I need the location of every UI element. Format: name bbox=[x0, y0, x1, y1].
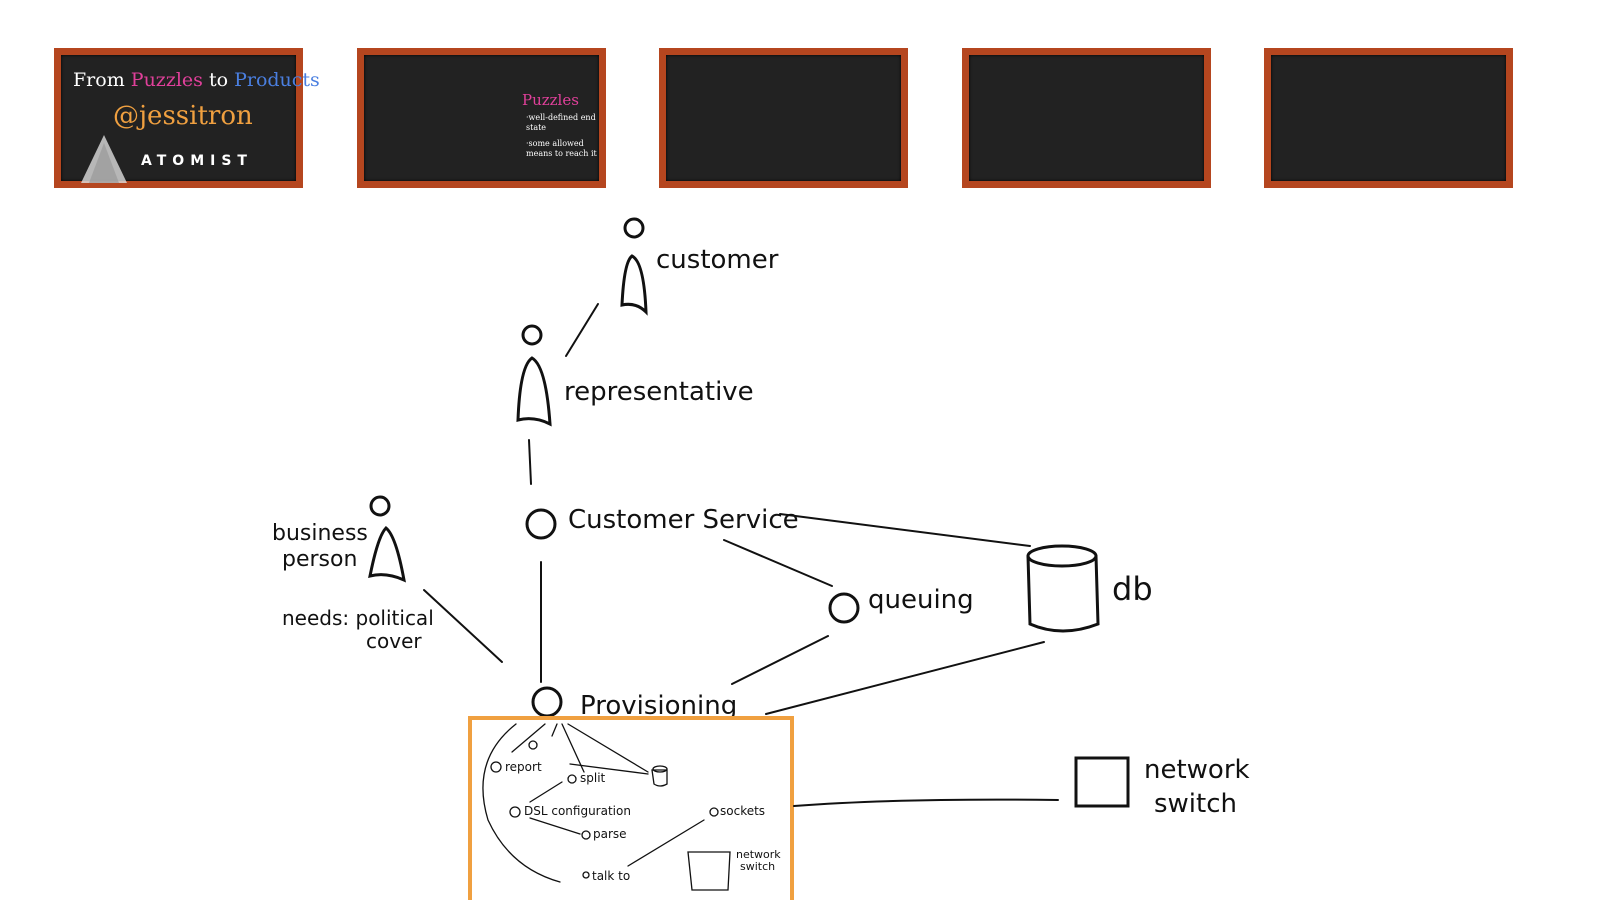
connector bbox=[423, 589, 503, 663]
inset-labels: report split DSL configuration parse soc… bbox=[505, 760, 781, 883]
representative-person-icon bbox=[516, 324, 552, 427]
slide-thumbnail-4[interactable] bbox=[962, 48, 1211, 188]
business-person-label: business bbox=[272, 521, 368, 546]
provisioning-label: Provisioning bbox=[580, 691, 737, 721]
slide-bullet: ·well-defined end state bbox=[526, 113, 596, 132]
title-to: to bbox=[208, 69, 229, 91]
network-switch-label: network bbox=[1144, 755, 1250, 785]
slide-thumbnail-5[interactable] bbox=[1264, 48, 1513, 188]
slide-bullet: ·some allowed means to reach it bbox=[526, 139, 597, 158]
customer-service-label: Customer Service bbox=[568, 505, 799, 535]
customer-person-icon bbox=[620, 217, 648, 316]
customer-service-node-icon bbox=[525, 508, 557, 540]
inset-report-label: report bbox=[505, 760, 542, 774]
queuing-label: queuing bbox=[868, 585, 974, 615]
inset-talk-to-label: talk to bbox=[592, 869, 630, 883]
needs-label: cover bbox=[366, 629, 422, 653]
slide-thumbnail-2[interactable]: Puzzles ·well-defined end state ·some al… bbox=[357, 48, 606, 188]
provisioning-node-icon bbox=[531, 686, 563, 718]
slide-thumbnail-1[interactable]: From Puzzles to Products @jessitron ATOM… bbox=[54, 48, 320, 188]
connector bbox=[765, 641, 1045, 715]
slide-heading: Puzzles bbox=[522, 91, 579, 109]
needs-label: needs: political bbox=[282, 606, 434, 630]
connector bbox=[723, 539, 833, 587]
business-person-label: person bbox=[282, 547, 357, 572]
db-label: db bbox=[1112, 570, 1153, 608]
network-switch-label: switch bbox=[1154, 789, 1237, 819]
business-person-icon bbox=[368, 495, 406, 583]
inset-sockets-label: sockets bbox=[720, 804, 765, 818]
connector bbox=[528, 439, 532, 485]
inset-switch-label: switch bbox=[740, 860, 775, 873]
title-from: From bbox=[73, 69, 125, 91]
inset-dsl-label: DSL configuration bbox=[524, 804, 631, 818]
slide-handle: @jessitron bbox=[113, 101, 253, 131]
slide-title: From Puzzles to Products bbox=[73, 69, 320, 91]
database-icon bbox=[1026, 544, 1100, 633]
network-switch-icon bbox=[1074, 756, 1130, 808]
inset-split-label: split bbox=[580, 771, 606, 785]
connector bbox=[779, 513, 1031, 547]
slide-thumbnail-3[interactable] bbox=[659, 48, 908, 188]
atomist-logo-text: ATOMIST bbox=[141, 153, 253, 169]
representative-label: representative bbox=[564, 377, 754, 407]
title-puzzles: Puzzles bbox=[130, 69, 203, 91]
connector bbox=[731, 635, 829, 685]
provisioning-detail-sketch bbox=[482, 723, 731, 891]
inset-parse-label: parse bbox=[593, 827, 627, 841]
queuing-node-icon bbox=[828, 592, 860, 624]
inset-network-label: network bbox=[736, 848, 781, 861]
provisioning-detail-box bbox=[468, 716, 794, 900]
customer-label: customer bbox=[656, 245, 779, 275]
connector bbox=[565, 303, 599, 357]
atomist-logo-icon bbox=[81, 135, 127, 183]
connector bbox=[793, 798, 1059, 807]
title-products: Products bbox=[234, 69, 320, 91]
